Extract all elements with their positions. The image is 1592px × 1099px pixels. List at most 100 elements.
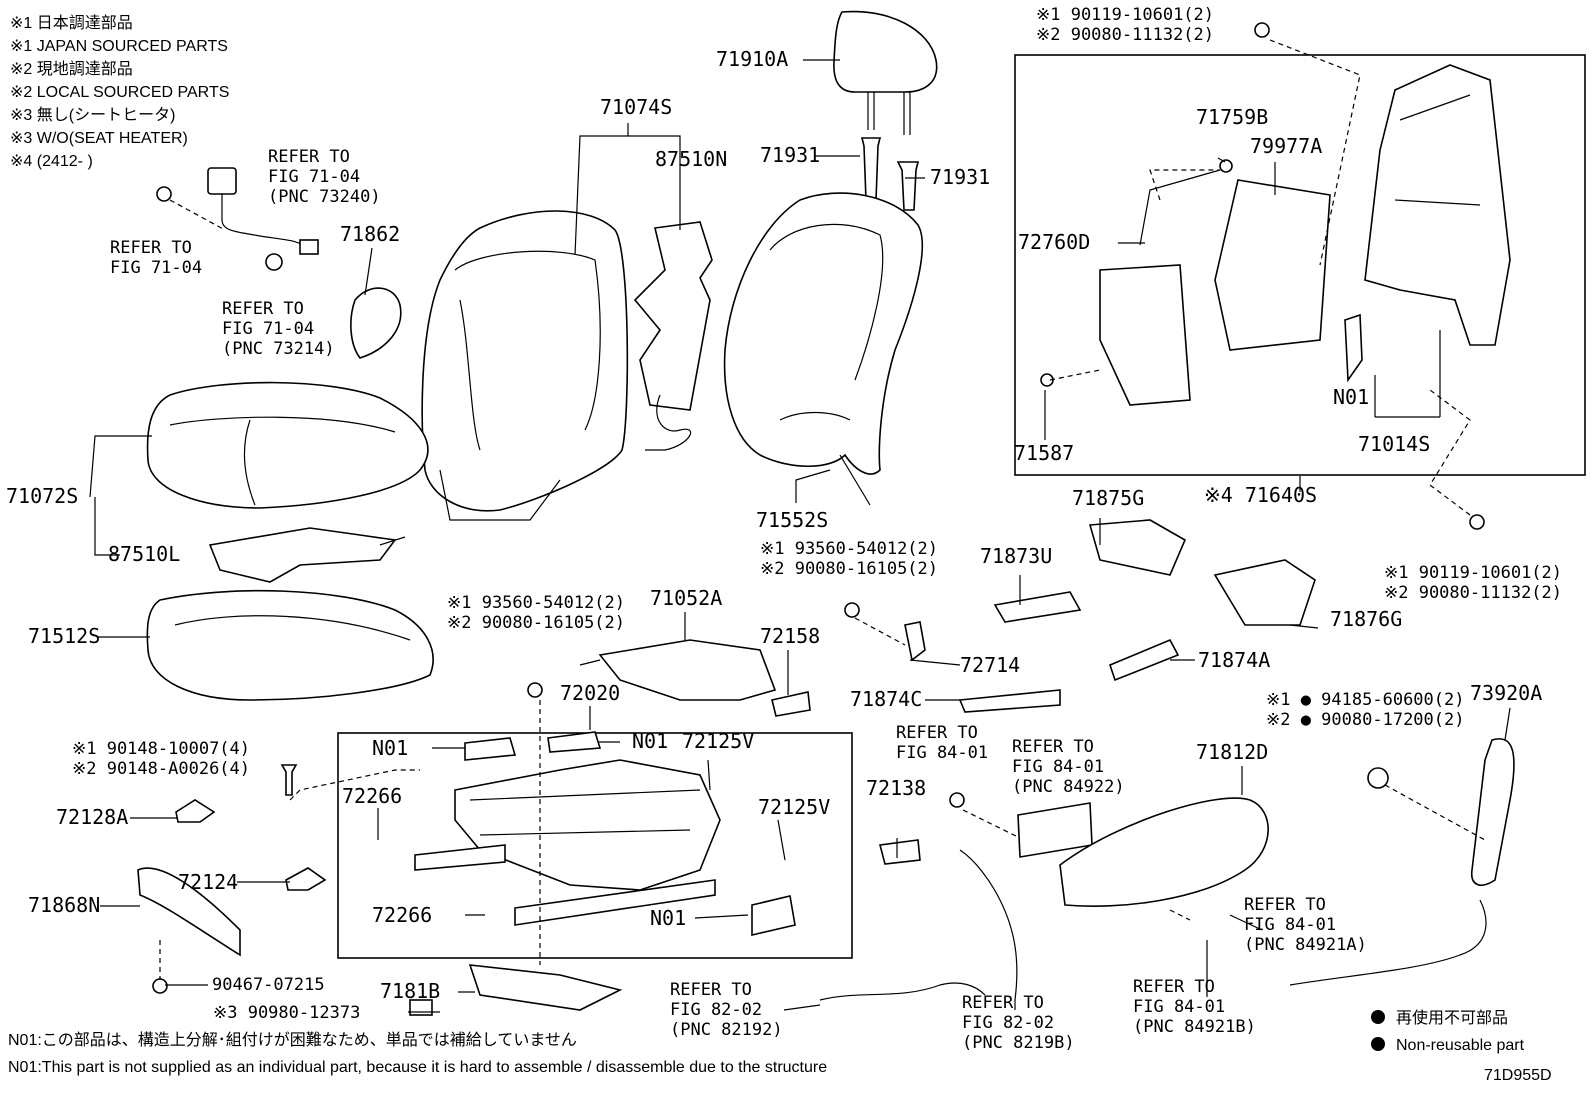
part-71876G-shape [1213,559,1316,626]
part-72124-shape [285,867,327,891]
seatback-heater-drawing [633,221,713,451]
code-screw-2: ※2 90148-A0026(4) [72,759,250,779]
bolt-right-shape [1469,514,1485,530]
headrest-drawing [833,10,938,135]
part-switch-84922-shape [1017,802,1093,858]
label-72128A: 72128A [56,805,128,829]
cushion-heater-drawing [208,527,406,583]
label-72266-top: 72266 [342,784,402,808]
leader-lines [89,59,1511,1013]
code-top-1: ※1 90119-10601(2) [1036,5,1214,25]
label-71587: 71587 [1014,441,1074,465]
legend-line-4: ※2 LOCAL SOURCED PARTS [10,84,229,101]
label-n01-left: N01 [372,736,408,760]
ref-8219B-1: REFER TO [962,993,1044,1013]
ref-8219B-2: FIG 82-02 [962,1013,1054,1033]
ref-82192-1: REFER TO [670,980,752,1000]
note-en: N01:This part is not supplied as an indi… [8,1059,827,1076]
seatback-frame-group-box [1014,54,1586,476]
belt-buckle-drawing [156,167,319,271]
part-73920A-shape [1470,738,1515,886]
code-clip: 90467-07215 [212,975,325,995]
figure-id: 71D955D [1484,1067,1552,1084]
fastener-codes: ※1 90119-10601(2) ※2 90080-11132(2) ※1 9… [72,5,1562,1023]
ref-washer-2: FIG 71-04 [222,319,314,339]
label-71072S: 71072S [6,484,78,508]
label-72020: 72020 [560,681,620,705]
label-71875G: 71875G [1072,486,1144,510]
legend-line-2: ※1 JAPAN SOURCED PARTS [10,38,228,55]
legend-line-3: ※2 現地調達部品 [10,60,133,78]
label-72124: 72124 [178,870,238,894]
part-71874C-shape [958,689,1061,713]
ref-84922-2: FIG 84-01 [1012,757,1104,777]
label-71552S: 71552S [756,508,828,532]
code-nut-1: ※1 ● 94185-60600(2) [1266,690,1464,710]
ref-841-1: REFER TO [896,723,978,743]
code-mid-2: ※2 90080-16105(2) [760,559,938,579]
bolt-mid-shape [844,602,860,618]
part-7181B-shape [468,964,623,1011]
label-72125V-bottom: 72125V [758,795,830,819]
headrest-guide-left [860,137,882,201]
label-72760D: 72760D [1018,230,1090,254]
label-71759B: 71759B [1196,105,1268,129]
label-73920A: 73920A [1470,681,1542,705]
legend-line-7: ※4 (2412- ) [10,153,93,170]
label-71868N: 71868N [28,893,100,917]
part-clip-shape [152,978,168,994]
label-72266-bottom: 72266 [372,903,432,927]
label-72158: 72158 [760,624,820,648]
label-72138: 72138 [866,776,926,800]
ref-anchor-2: FIG 71-04 [110,258,202,278]
part-71812D-shape [1059,797,1269,908]
label-71874C: 71874C [850,687,922,711]
inner-shield-drawing [350,287,402,359]
key-jp: 再使用不可部品 [1396,1009,1508,1027]
legend-line-6: ※3 W/O(SEAT HEATER) [10,130,188,147]
bolt-841-shape [949,792,965,808]
label-71074S: 71074S [600,95,672,119]
label-87510N: 87510N [655,147,727,171]
label-71640S: ※4 71640S [1204,483,1317,507]
label-n01-frame: N01 [1333,385,1369,409]
label-71873U: 71873U [980,544,1052,568]
label-71862: 71862 [340,222,400,246]
ref-washer-1: REFER TO [222,299,304,319]
ref-841-2: FIG 84-01 [896,743,988,763]
part-71873U-shape [993,591,1082,623]
ref-84921B-1: REFER TO [1133,977,1215,997]
part-71874A-shape [1109,638,1180,682]
label-71910A: 71910A [716,47,788,71]
label-71931-right: 71931 [930,165,990,189]
ref-84921A-2: FIG 84-01 [1244,915,1336,935]
ref-84921B-3: (PNC 84921B) [1133,1017,1256,1037]
non-reusable-key: 再使用不可部品 Non-reusable part 71D955D [1371,1009,1552,1084]
part-72128A-shape [175,799,216,823]
cushion-frame-drawing [414,731,796,937]
ref-84921A-1: REFER TO [1244,895,1326,915]
ref-belt-1: REFER TO [268,147,350,167]
ref-anchor-1: REFER TO [110,238,192,258]
cushion-pad-drawing [146,589,434,701]
wire-harness [819,849,1487,1001]
ref-84922-3: (PNC 84922) [1012,777,1125,797]
fasteners [280,22,1485,808]
seatback-frame-drawing [1040,64,1511,406]
label-7181B: 7181B [380,979,440,1003]
label-71052A: 71052A [650,586,722,610]
label-72125V-top: 72125V [682,729,754,753]
bolt-cushion-shape [527,682,543,698]
dashed-leaders [159,39,1486,980]
label-71812D: 71812D [1196,740,1268,764]
label-71876G: 71876G [1330,607,1402,631]
legend-line-1: ※1 日本調達部品 [10,14,133,32]
code-nut-2: ※2 ● 90080-17200(2) [1266,710,1464,730]
ref-82192-3: (PNC 82192) [670,1020,783,1040]
note-jp: N01:この部品は、構造上分解･組付けが困難なため、単品では補給していません [8,1031,577,1049]
ref-washer-3: (PNC 73214) [222,339,335,359]
code-right-2: ※2 90080-11132(2) [1384,583,1562,603]
ref-84921A-3: (PNC 84921A) [1244,935,1367,955]
key-en: Non-reusable part [1396,1037,1525,1054]
